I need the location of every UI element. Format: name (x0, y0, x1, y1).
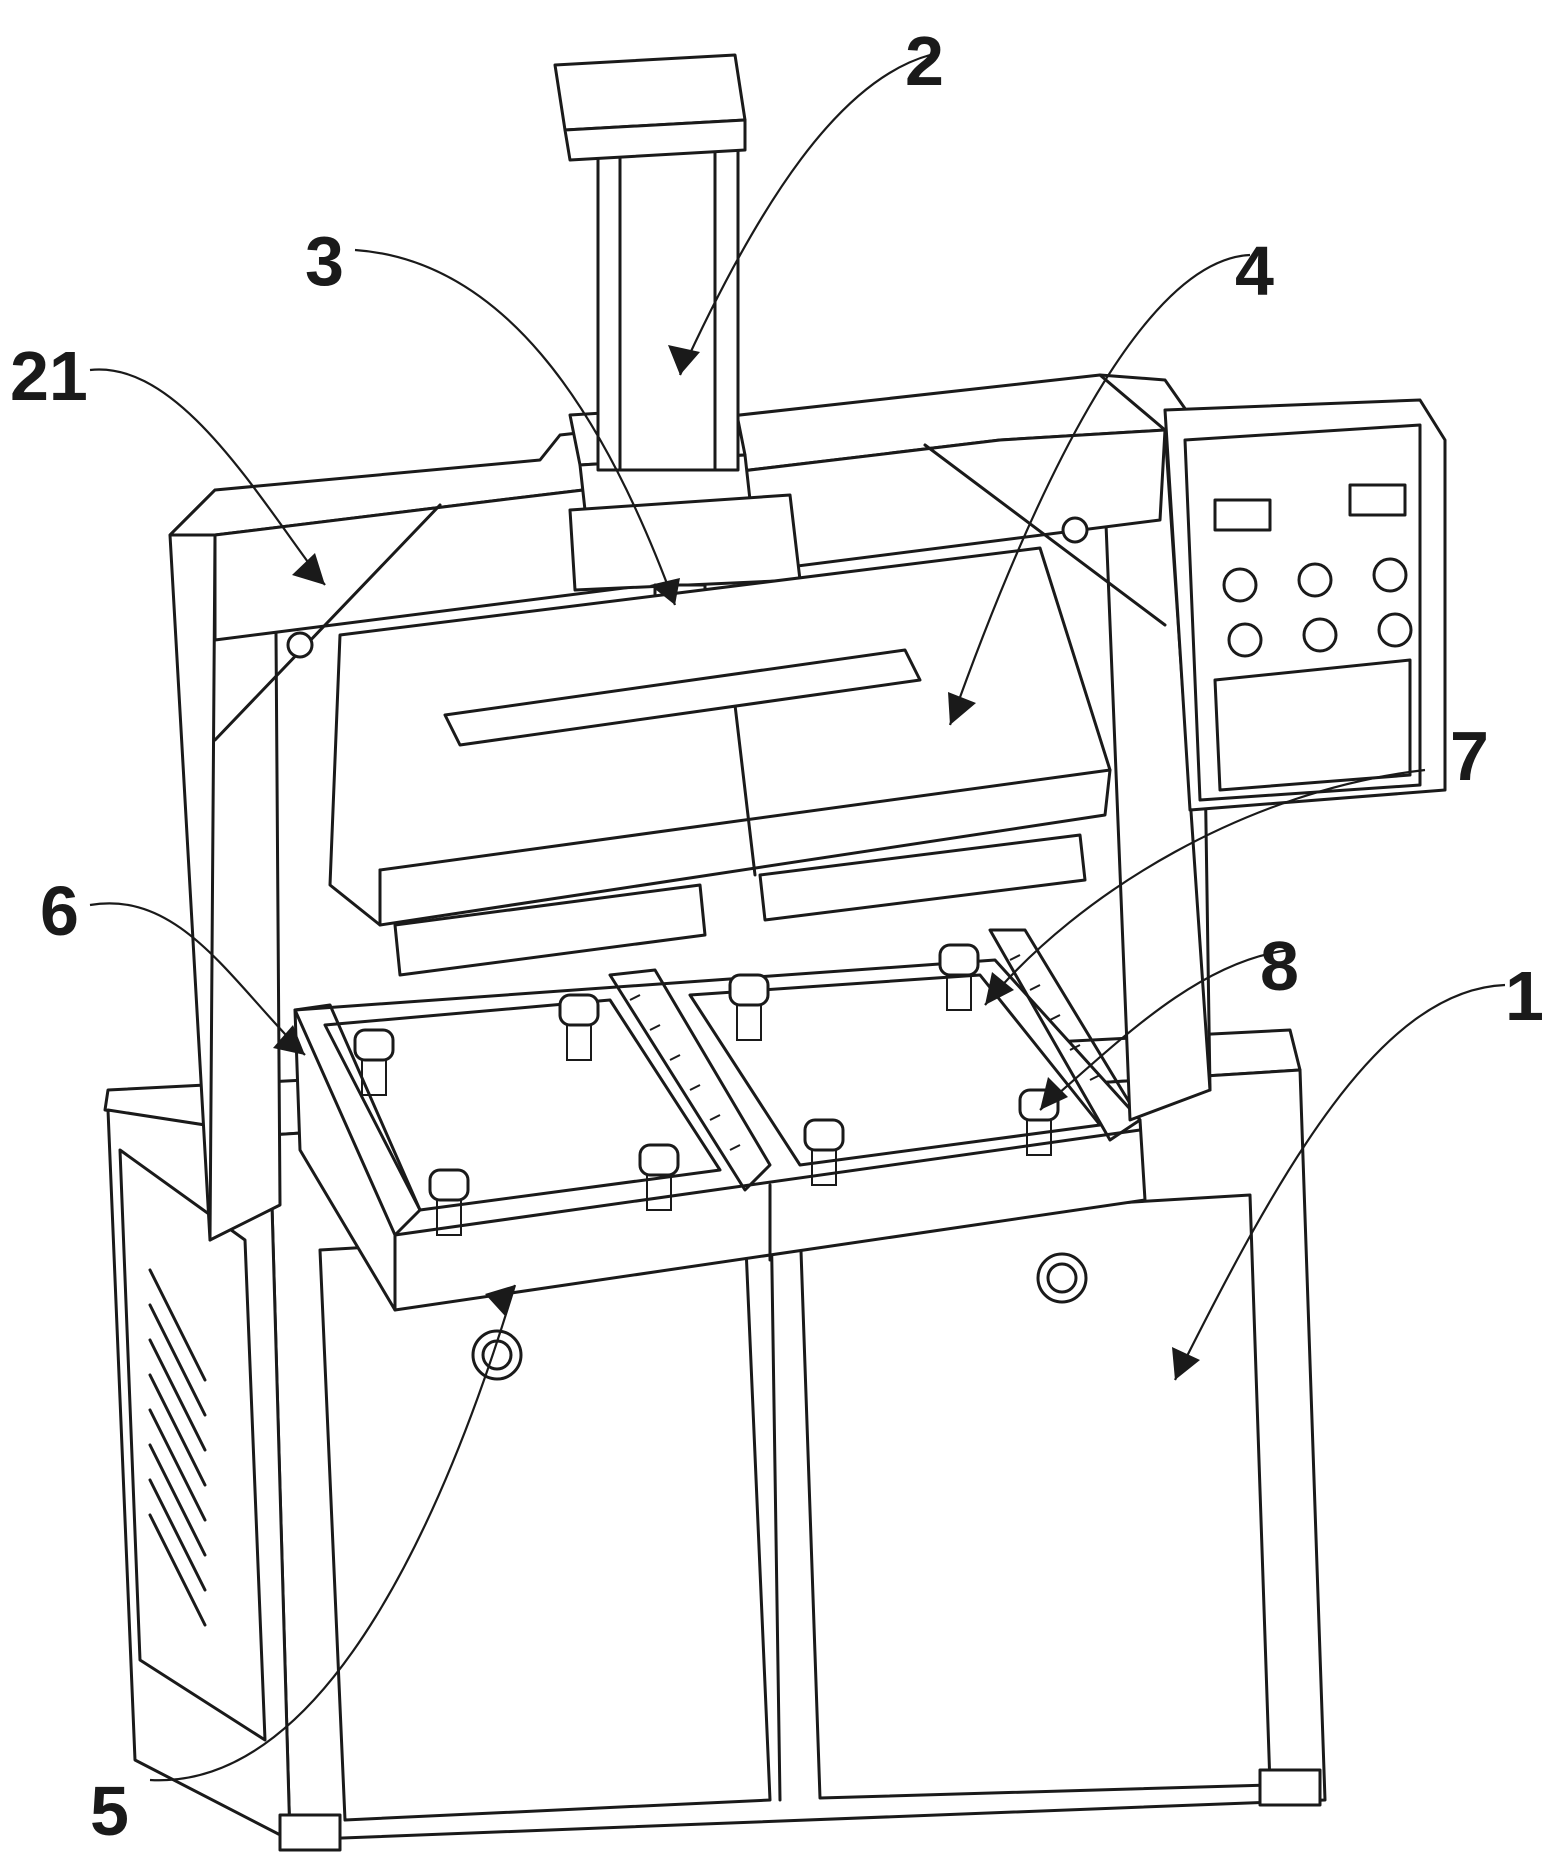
upper-mold (328, 546, 1112, 977)
callout-2: 2 (905, 22, 944, 100)
vent-slats (148, 1268, 207, 1627)
spring-pins (353, 943, 1060, 1236)
rack-teeth (629, 954, 1101, 1151)
callout-3: 3 (305, 222, 344, 300)
callout-8: 8 (1260, 927, 1299, 1005)
callout-7: 7 (1450, 717, 1489, 795)
callout-6: 6 (40, 872, 79, 950)
callout-1: 1 (1505, 957, 1544, 1035)
control-box (1163, 398, 1447, 812)
callout-4: 4 (1235, 232, 1274, 310)
callout-labels: 2 3 4 21 7 8 6 1 5 (10, 22, 1544, 1850)
leader-lines (89, 53, 1506, 1782)
lower-mold (293, 928, 1147, 1312)
callout-5: 5 (90, 1772, 129, 1850)
callout-21: 21 (10, 337, 88, 415)
